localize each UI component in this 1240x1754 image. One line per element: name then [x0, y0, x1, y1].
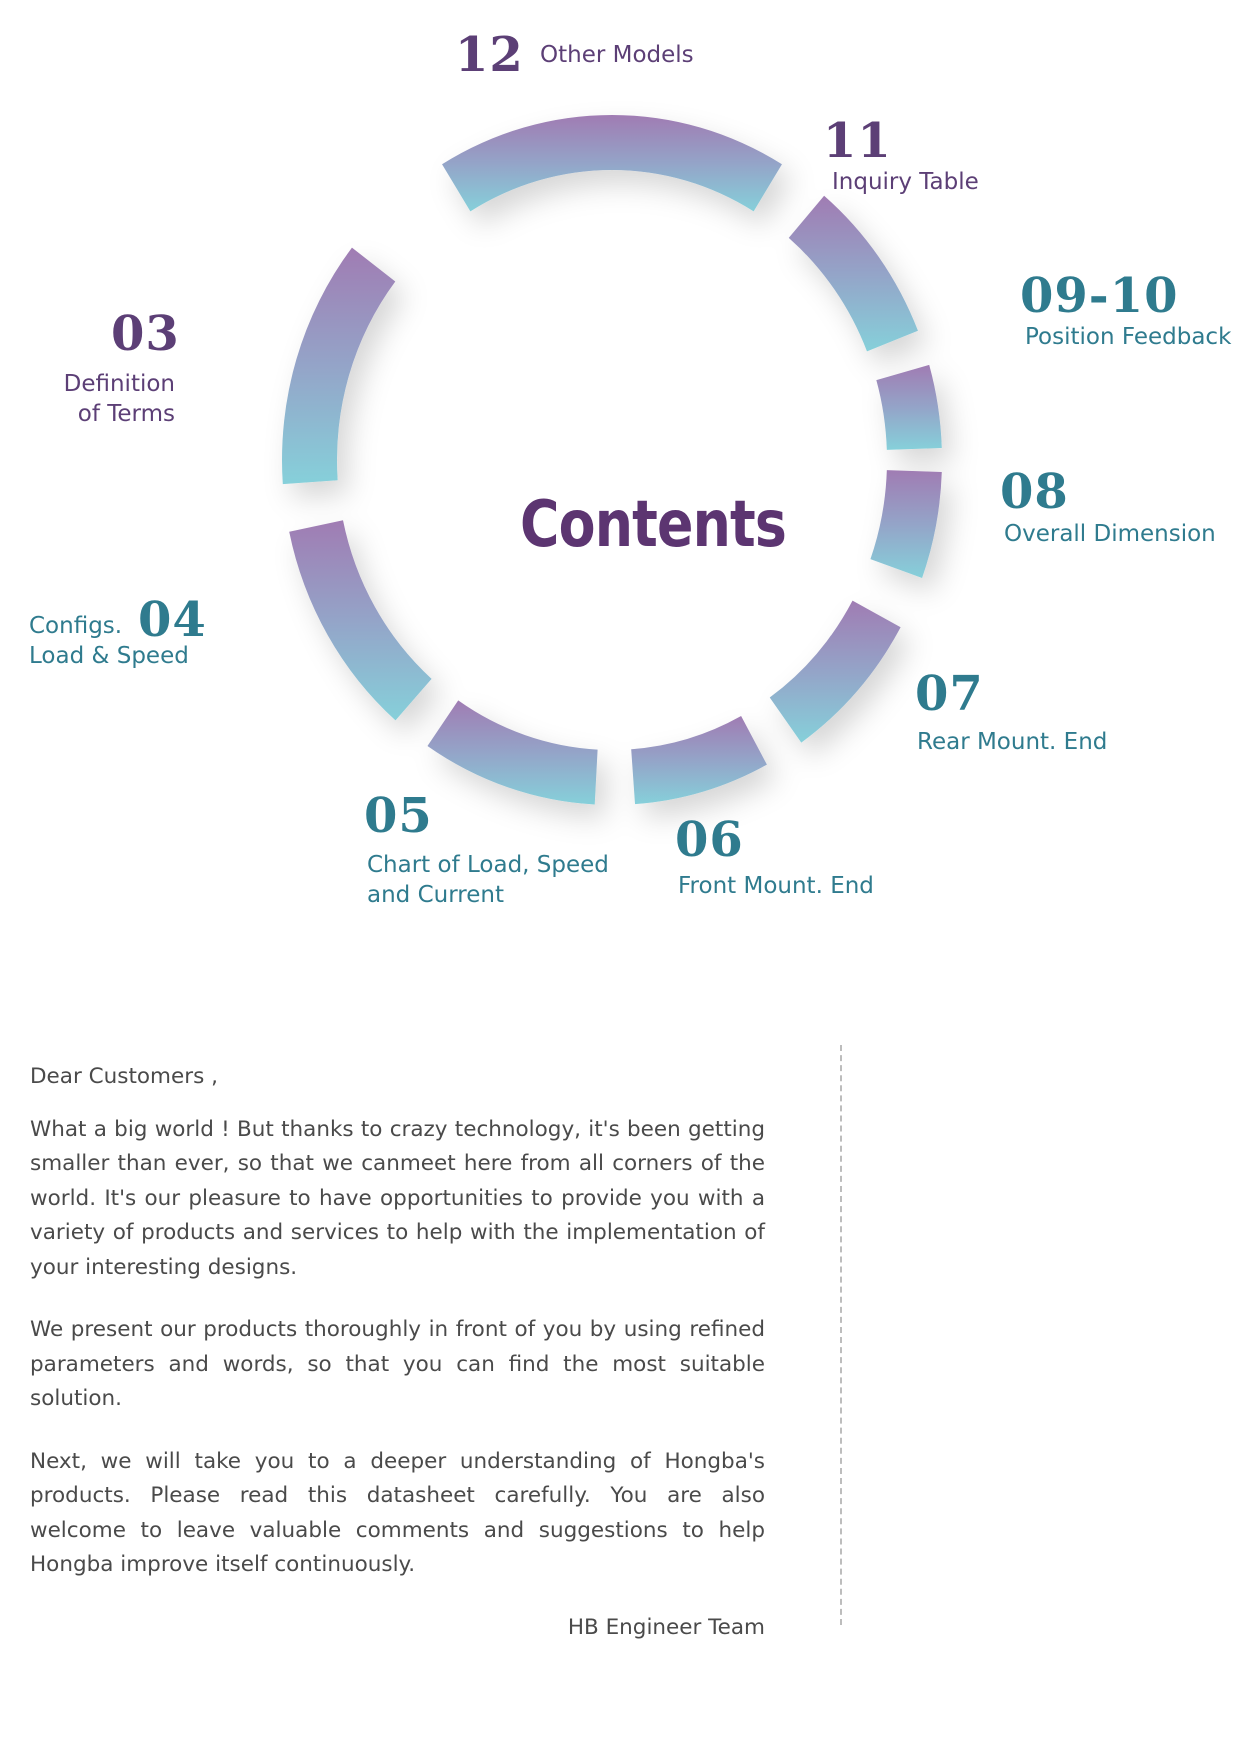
letter-greeting: Dear Customers , [30, 1064, 218, 1089]
item-number-07: 07 [915, 666, 984, 722]
item-label-chart-of-load-speed-current[interactable]: Chart of Load, Speed and Current [367, 851, 609, 911]
item-label-line: Load & Speed [29, 642, 189, 669]
item-label-overall-dimension[interactable]: Overall Dimension [1004, 521, 1216, 547]
item-number-11: 11 [823, 113, 892, 169]
item-label-other-models[interactable]: Other Models [540, 42, 694, 68]
letter-paragraph: Next, we will take you to a deeper under… [30, 1448, 765, 1578]
letter-paragraph: What a big world ! But thanks to crazy t… [30, 1116, 765, 1280]
item-label-rear-mount-end[interactable]: Rear Mount. End [917, 729, 1108, 755]
item-label-line: of Terms [77, 400, 175, 427]
ring-segment-chart-of-load [427, 700, 598, 805]
contents-ring [282, 114, 942, 805]
item-label-definition-of-terms[interactable]: Definition of Terms [40, 370, 175, 430]
item-number-05: 05 [364, 788, 433, 844]
ring-segment-other-models [442, 114, 782, 212]
item-number-08: 08 [1000, 464, 1069, 520]
item-label-front-mount-end[interactable]: Front Mount. End [678, 873, 874, 899]
item-label-line: Definition [63, 371, 175, 397]
item-number-04: 04 [138, 592, 207, 648]
contents-title: Contents [520, 488, 787, 562]
item-number-12: 12 [455, 27, 524, 83]
item-number-09-10: 09-10 [1020, 268, 1179, 324]
item-label-configs-load-speed[interactable]: Configs. Load & Speed [29, 612, 189, 672]
vertical-dashed-divider [840, 1045, 842, 1625]
item-label-line: Configs. [29, 613, 123, 639]
ring-segment-position-feedback [876, 364, 942, 450]
letter-signature: HB Engineer Team [567, 1614, 765, 1640]
item-label-inquiry-table[interactable]: Inquiry Table [832, 169, 979, 195]
ring-segment-front-mount-end [631, 716, 767, 805]
letter-paragraph: We present our products thoroughly in fr… [30, 1317, 765, 1411]
welcome-letter: Dear Customers , What a big world ! But … [30, 1060, 765, 1673]
item-label-position-feedback[interactable]: Position Feedback [1025, 324, 1232, 350]
ring-segment-definition-of-terms [282, 247, 396, 485]
ring-segment-configs [289, 520, 432, 721]
item-number-06: 06 [675, 812, 744, 868]
ring-segment-rear-mount-end [769, 600, 901, 743]
ring-segments [282, 114, 942, 805]
item-label-line: and Current [367, 881, 504, 908]
item-number-03: 03 [111, 306, 180, 362]
ring-segment-inquiry-table [788, 195, 918, 352]
ring-segment-overall-dimension [870, 470, 942, 578]
item-label-line: Chart of Load, Speed [367, 852, 609, 878]
